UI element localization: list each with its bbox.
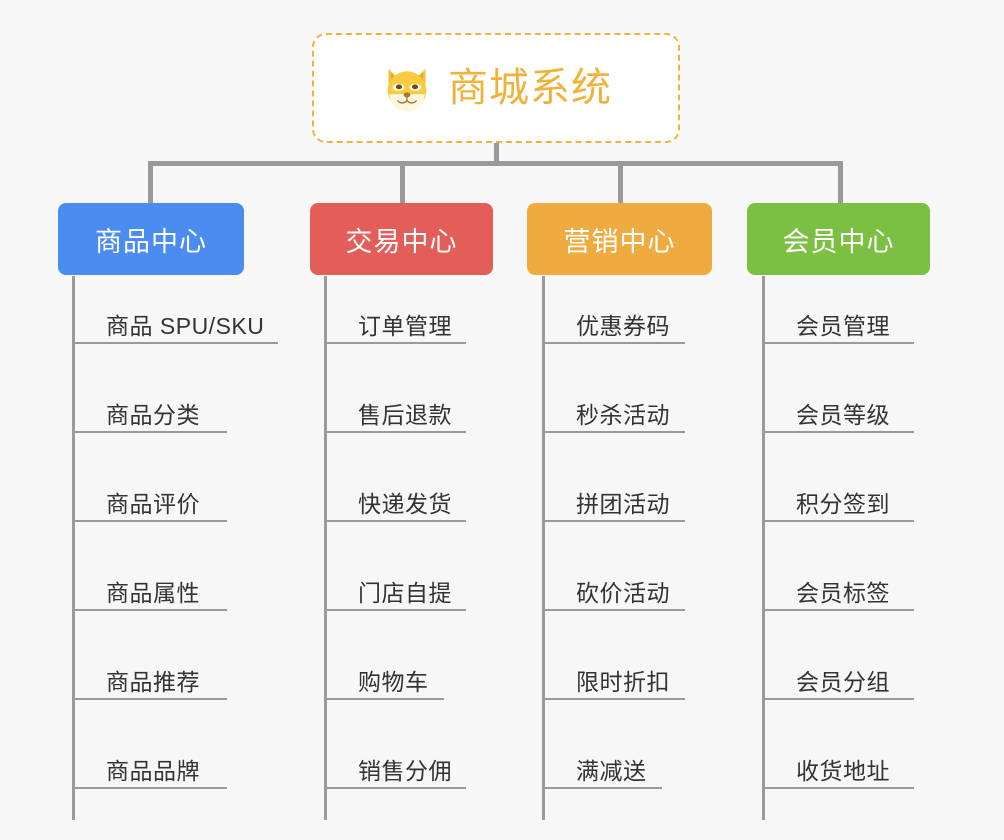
leaf-label: 订单管理 — [358, 312, 452, 339]
leaf-label: 商品推荐 — [106, 668, 200, 695]
leaf-item[interactable]: 商品品牌 — [72, 725, 227, 789]
leaf-item[interactable]: 会员标签 — [762, 547, 914, 611]
leaf-label: 收货地址 — [796, 757, 890, 784]
leaf-item[interactable]: 满减送 — [542, 725, 662, 789]
connector-drop-4 — [838, 161, 843, 203]
branch-spine — [72, 276, 75, 820]
leaf-label: 商品属性 — [106, 579, 200, 606]
leaf-label: 售后退款 — [358, 401, 452, 428]
leaf-label: 砍价活动 — [576, 579, 670, 606]
leaf-label: 会员分组 — [796, 668, 890, 695]
leaf-item[interactable]: 积分签到 — [762, 458, 914, 522]
leaf-label: 商品品牌 — [106, 757, 200, 784]
root-title: 商城系统 — [448, 66, 612, 110]
connector-drop-1 — [148, 161, 153, 203]
category-box-营销中心[interactable]: 营销中心 — [527, 203, 712, 275]
leaf-item[interactable]: 砍价活动 — [542, 547, 685, 611]
leaf-label: 销售分佣 — [358, 757, 452, 784]
leaf-label: 优惠券码 — [576, 312, 670, 339]
category-box-交易中心[interactable]: 交易中心 — [310, 203, 493, 275]
shiba-dog-icon — [380, 62, 434, 116]
leaf-label: 会员等级 — [796, 401, 890, 428]
leaf-label: 商品 SPU/SKU — [106, 312, 265, 339]
leaf-label: 门店自提 — [358, 579, 452, 606]
category-box-商品中心[interactable]: 商品中心 — [58, 203, 244, 275]
leaf-item[interactable]: 商品推荐 — [72, 636, 227, 700]
leaf-item[interactable]: 拼团活动 — [542, 458, 685, 522]
connector-horizontal-bus — [148, 161, 842, 166]
leaf-item[interactable]: 门店自提 — [324, 547, 466, 611]
branch-spine — [324, 276, 327, 820]
leaf-label: 积分签到 — [796, 490, 890, 517]
leaf-item[interactable]: 商品评价 — [72, 458, 227, 522]
category-label: 会员中心 — [782, 226, 895, 257]
branch-spine — [542, 276, 545, 820]
leaf-label: 满减送 — [576, 757, 647, 784]
leaf-item[interactable]: 收货地址 — [762, 725, 914, 789]
leaf-item[interactable]: 售后退款 — [324, 369, 466, 433]
leaf-item[interactable]: 销售分佣 — [324, 725, 466, 789]
category-label: 交易中心 — [345, 226, 458, 257]
connector-root-stem — [494, 143, 499, 165]
leaf-item[interactable]: 快递发货 — [324, 458, 466, 522]
connector-drop-2 — [400, 161, 405, 203]
category-label: 商品中心 — [95, 226, 207, 257]
leaf-label: 商品评价 — [106, 490, 200, 517]
leaf-item[interactable]: 限时折扣 — [542, 636, 685, 700]
leaf-label: 快递发货 — [358, 490, 452, 517]
leaf-item[interactable]: 订单管理 — [324, 280, 466, 344]
leaf-item[interactable]: 会员分组 — [762, 636, 914, 700]
leaf-item[interactable]: 商品分类 — [72, 369, 227, 433]
leaf-item[interactable]: 优惠券码 — [542, 280, 685, 344]
leaf-label: 会员标签 — [796, 579, 890, 606]
leaf-label: 限时折扣 — [576, 668, 670, 695]
leaf-item[interactable]: 购物车 — [324, 636, 444, 700]
leaf-item[interactable]: 商品属性 — [72, 547, 227, 611]
leaf-label: 商品分类 — [106, 401, 200, 428]
leaf-label: 秒杀活动 — [576, 401, 670, 428]
leaf-item[interactable]: 商品 SPU/SKU — [72, 280, 278, 344]
category-box-会员中心[interactable]: 会员中心 — [747, 203, 930, 275]
connector-drop-3 — [618, 161, 623, 203]
root-node[interactable]: 商城系统 — [312, 33, 680, 143]
leaf-item[interactable]: 秒杀活动 — [542, 369, 685, 433]
leaf-label: 会员管理 — [796, 312, 890, 339]
leaf-item[interactable]: 会员管理 — [762, 280, 914, 344]
leaf-label: 购物车 — [358, 668, 429, 695]
branch-spine — [762, 276, 765, 820]
leaf-label: 拼团活动 — [576, 490, 670, 517]
category-label: 营销中心 — [563, 226, 676, 257]
leaf-item[interactable]: 会员等级 — [762, 369, 914, 433]
